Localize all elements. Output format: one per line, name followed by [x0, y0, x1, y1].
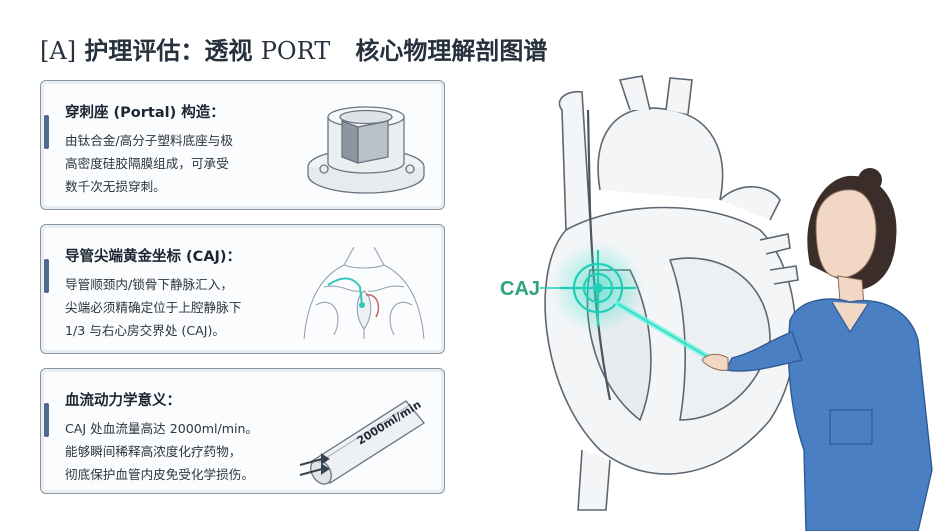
nurse-figure-icon: [701, 168, 933, 531]
card-accent-bar: [44, 259, 49, 293]
card-body: 导管顺颈内/锁骨下静脉汇入， 尖端必须精确定位于上腔静脉下 1/3 与右心房交界…: [65, 277, 242, 338]
card-body: CAJ 处血流量高达 2000ml/min。 能够瞬间稀释高浓度化疗药物， 彻底…: [65, 421, 259, 482]
card-title: 穿刺座 (Portal) 构造：: [65, 105, 225, 121]
card-title: 血流动力学意义：: [65, 393, 181, 409]
title-port: PORT: [260, 37, 331, 65]
card-caj: 导管尖端黄金坐标 (CAJ)： 导管顺颈内/锁骨下静脉汇入， 尖端必须精确定位于…: [40, 224, 445, 354]
card-title: 导管尖端黄金坐标 (CAJ)：: [65, 249, 242, 265]
card-hemodynamics: 血流动力学意义： CAJ 处血流量高达 2000ml/min。 能够瞬间稀释高浓…: [40, 368, 445, 494]
chest-vessels-icon: [303, 246, 425, 340]
heart-anatomy-icon: [540, 75, 933, 531]
title-bracket: [A]: [40, 37, 77, 65]
card-portal: 穿刺座 (Portal) 构造： 由钛合金/高分子塑料底座与极 高密度硅胶隔膜组…: [40, 80, 445, 210]
card-body: 由钛合金/高分子塑料底座与极 高密度硅胶隔膜组成，可承受 数千次无损穿刺。: [65, 133, 233, 194]
vessel-flow-icon: 2000ml/min: [299, 398, 425, 485]
title-prefix: 护理评估：透视: [84, 37, 253, 65]
title-suffix: 核心物理解剖图谱: [355, 37, 548, 65]
card-text: 穿刺座 (Portal) 构造： 由钛合金/高分子塑料底座与极 高密度硅胶隔膜组…: [65, 103, 293, 198]
port-reservoir-icon: [307, 106, 425, 194]
caj-label: CAJ: [500, 278, 541, 300]
card-accent-bar: [44, 403, 49, 437]
page-title: [A] 护理评估：透视 PORT 核心物理解剖图谱: [40, 34, 620, 68]
card-accent-bar: [44, 115, 49, 149]
card-text: 导管尖端黄金坐标 (CAJ)： 导管顺颈内/锁骨下静脉汇入， 尖端必须精确定位于…: [65, 247, 293, 342]
card-text: 血流动力学意义： CAJ 处血流量高达 2000ml/min。 能够瞬间稀释高浓…: [65, 391, 293, 486]
